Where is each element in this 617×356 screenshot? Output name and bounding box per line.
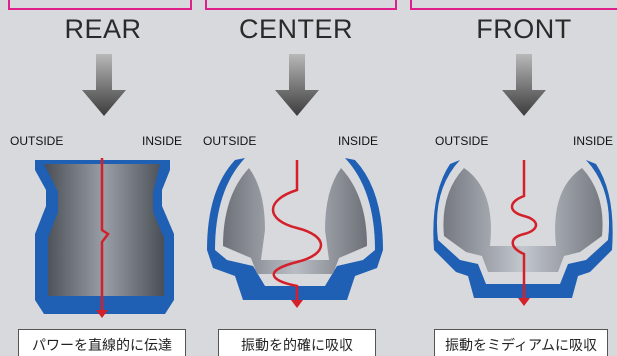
rear-outside-label: OUTSIDE xyxy=(10,134,64,148)
front-inside-label: INSIDE xyxy=(573,134,614,148)
front-caption: 振動をミディアムに吸収 xyxy=(434,329,608,356)
rear-caption: パワーを直線的に伝達 xyxy=(18,329,186,356)
center-frame xyxy=(205,0,397,10)
rear-tire-section xyxy=(35,158,174,318)
rear-inside-label: INSIDE xyxy=(142,134,183,148)
rear-down-arrow-icon xyxy=(82,54,126,116)
front-frame xyxy=(410,0,617,10)
front-tire-section xyxy=(433,160,613,306)
front-down-arrow-icon xyxy=(502,54,546,116)
center-title: CENTER xyxy=(238,14,353,44)
rear-frame xyxy=(8,0,192,10)
front-outside-label: OUTSIDE xyxy=(435,134,489,148)
center-tire-section xyxy=(207,158,383,308)
rear-title: REAR xyxy=(64,14,142,44)
center-caption: 振動を的確に吸収 xyxy=(218,329,376,356)
center-inside-label: INSIDE xyxy=(338,134,379,148)
center-outside-label: OUTSIDE xyxy=(203,134,257,148)
center-down-arrow-icon xyxy=(275,54,319,116)
front-title: FRONT xyxy=(476,14,572,44)
